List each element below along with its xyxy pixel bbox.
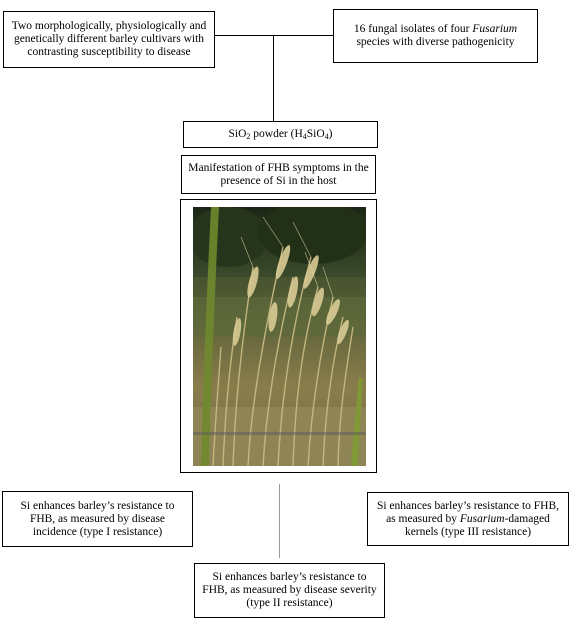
connector-top-horizontal	[214, 35, 334, 36]
isolates-box: 16 fungal isolates of four Fusarium spec…	[333, 9, 538, 63]
manifestation-text: Manifestation of FHB symptoms in the pre…	[188, 161, 369, 187]
type3-text: Si enhances barley’s resistance to FHB, …	[376, 499, 560, 538]
type2-text: Si enhances barley’s resistance to FHB, …	[202, 571, 377, 609]
type3-resistance-box: Si enhances barley’s resistance to FHB, …	[367, 492, 569, 546]
isolates-text: 16 fungal isolates of four Fusarium spec…	[353, 23, 518, 48]
sio2-box: SiO2 powder (H4SiO4)	[183, 121, 378, 148]
type1-resistance-box: Si enhances barley’s resistance to FHB, …	[2, 491, 193, 547]
type2-resistance-box: Si enhances barley’s resistance to FHB, …	[194, 563, 385, 618]
cultivars-text: Two morphologically, physiologically and…	[11, 20, 207, 58]
manifestation-box: Manifestation of FHB symptoms in the pre…	[181, 155, 376, 194]
photo-frame	[180, 199, 377, 473]
sio2-text: SiO2 powder (H4SiO4)	[228, 128, 333, 141]
connector-top-vertical	[273, 35, 274, 121]
barley-plants-photo	[193, 207, 366, 466]
cultivars-box: Two morphologically, physiologically and…	[3, 11, 215, 68]
connector-bottom-vertical	[279, 484, 280, 558]
type1-text: Si enhances barley’s resistance to FHB, …	[20, 499, 175, 538]
